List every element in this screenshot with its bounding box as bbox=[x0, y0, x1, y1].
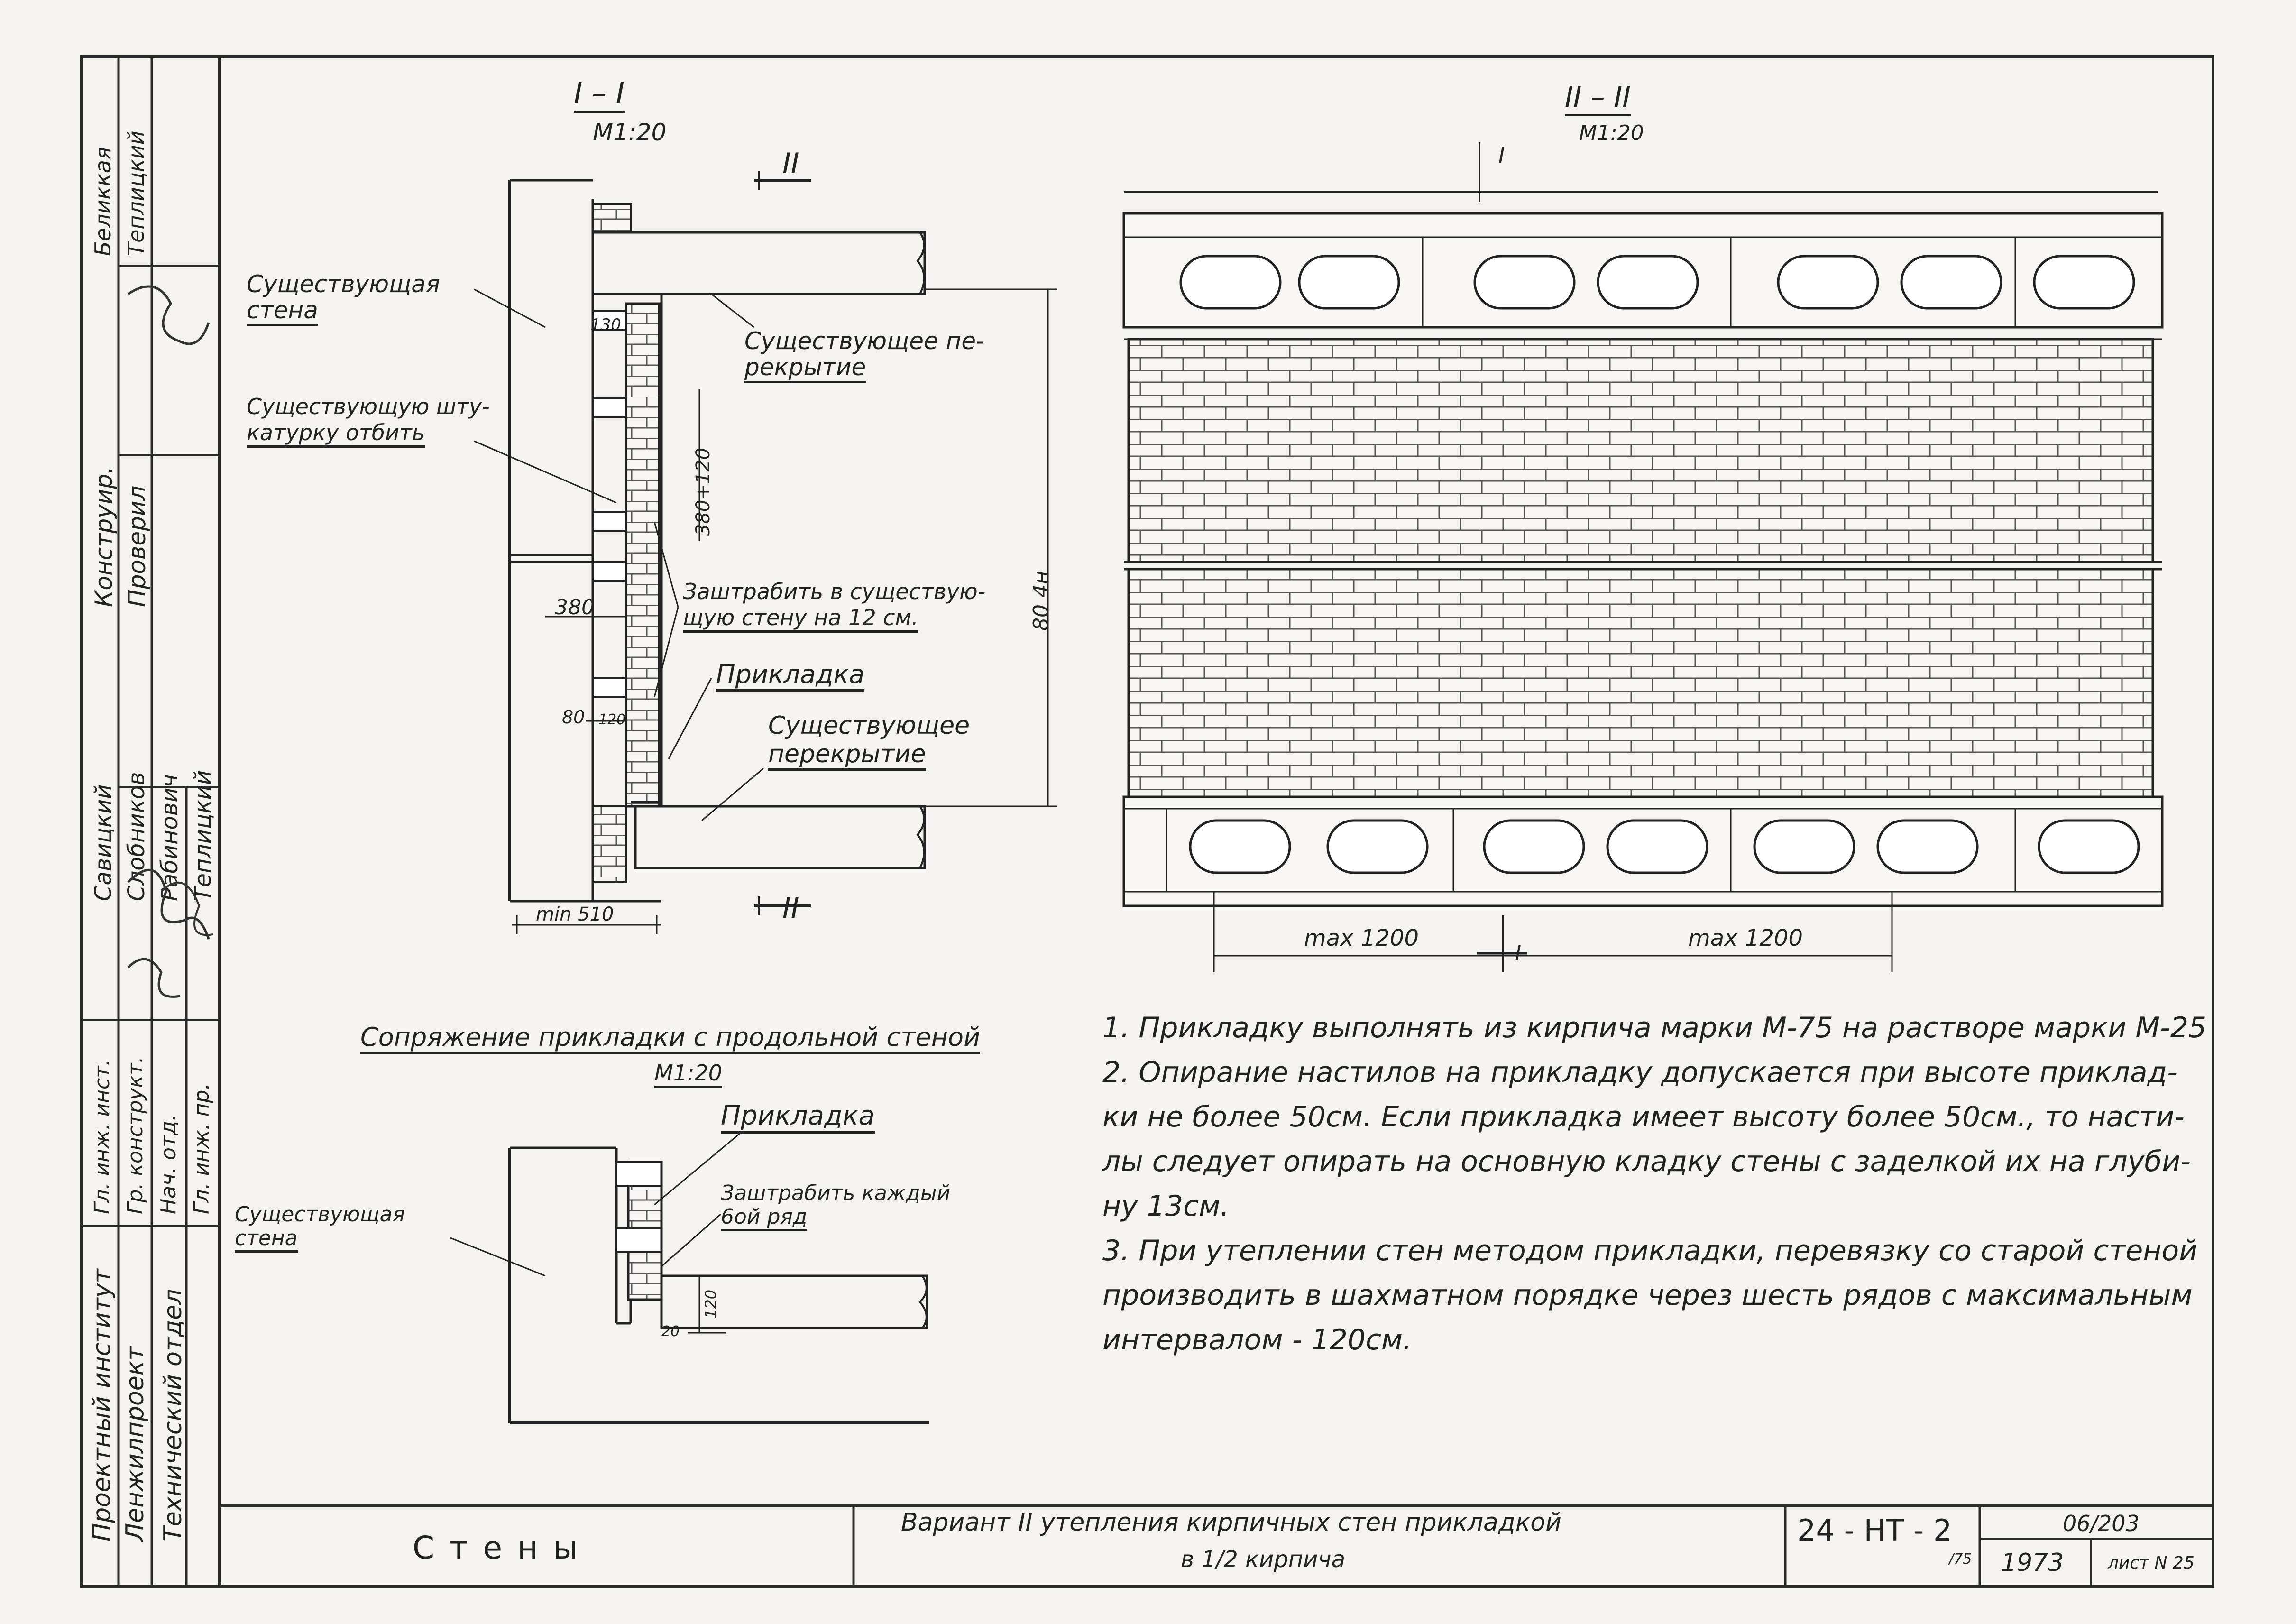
section-1-scale: М1:20 bbox=[593, 119, 667, 146]
section-1-title: I – I bbox=[574, 76, 625, 113]
section-2-drawing bbox=[1122, 142, 2164, 972]
note-line: лы следует опирать на основную кладку ст… bbox=[1102, 1145, 2191, 1178]
section-2-cut-bottom: I bbox=[1515, 941, 1521, 966]
stamp-code-sub: /75 bbox=[1949, 1551, 1972, 1568]
dim-max-1200-right: max 1200 bbox=[1688, 925, 1803, 951]
dim-380: 380 bbox=[555, 595, 595, 619]
junction-title: Сопряжение прикладки с продольной стеной bbox=[360, 1022, 981, 1054]
stamp-code: 24 - НТ - 2 bbox=[1797, 1513, 1952, 1548]
junction-pristavka: Прикладка bbox=[721, 1100, 875, 1134]
stamp-sheet: лист N 25 bbox=[2108, 1553, 2195, 1573]
junction-groove-2: 6ой ряд bbox=[721, 1205, 808, 1231]
stamp-code-num: 06/203 bbox=[2063, 1511, 2140, 1536]
label-groove-2: щую стену на 12 см. bbox=[683, 605, 918, 633]
label-existing-wall-1: Существующая bbox=[247, 270, 440, 298]
dim-120: 120 bbox=[598, 711, 626, 728]
stamp-institute-2: Ленжилпроект bbox=[121, 1346, 149, 1541]
stamp-section-name: Стены bbox=[413, 1530, 593, 1566]
dim-380-120: 380+120 bbox=[692, 447, 714, 536]
dim-max-1200-left: max 1200 bbox=[1304, 925, 1419, 951]
label-floor-top-1: Существующее пе- bbox=[744, 327, 985, 355]
note-line: интервалом - 120см. bbox=[1102, 1323, 1412, 1356]
notes-block: 1. Прикладку выполнять из кирпича марки … bbox=[1102, 1006, 2222, 1362]
note-line: ну 13см. bbox=[1102, 1190, 1230, 1223]
label-floor-top-2: рекрытие bbox=[744, 353, 866, 383]
dim-min-510: min 510 bbox=[536, 904, 614, 925]
stamp-year: 1973 bbox=[2001, 1549, 2064, 1577]
stamp-institute-1: Проектный институт bbox=[88, 1269, 116, 1541]
stamp-name2: Теплицкий bbox=[123, 130, 149, 256]
label-plaster-2: катурку отбить bbox=[247, 420, 425, 448]
junction-groove-1: Заштрабить каждый bbox=[721, 1181, 951, 1205]
note-line: производить в шахматном порядке через ше… bbox=[1102, 1279, 2193, 1312]
label-floor-bottom-1: Существующее bbox=[768, 711, 970, 740]
section-1-cut-bottom: II bbox=[782, 892, 799, 925]
junction-drawing bbox=[450, 1133, 929, 1424]
dim-80: 80 bbox=[562, 707, 585, 728]
note-line: 3. При утеплении стен методом прикладки,… bbox=[1102, 1234, 2198, 1267]
junction-dim-20: 20 bbox=[661, 1323, 680, 1340]
section-2-scale: М1:20 bbox=[1579, 121, 1644, 145]
label-floor-bottom-2: перекрытие bbox=[768, 740, 926, 771]
dim-80-4n: 80 4н bbox=[1029, 571, 1053, 631]
junction-wall-1: Существующая bbox=[235, 1202, 405, 1227]
note-line: ки не более 50см. Если прикладка имеет в… bbox=[1102, 1100, 2185, 1134]
stamp-name2: Беликкая bbox=[90, 147, 116, 256]
sheet-frame bbox=[80, 55, 2214, 1588]
section-1-cut-top: II bbox=[782, 147, 799, 180]
section-2-cut-top: I bbox=[1498, 142, 1505, 168]
label-groove-1: Заштрабить в существую- bbox=[683, 579, 986, 604]
label-pristavka: Прикладка bbox=[716, 659, 865, 692]
note-line: 1. Прикладку выполнять из кирпича марки … bbox=[1102, 1011, 2207, 1044]
stamp-title-1: Вариант II утепления кирпичных стен прик… bbox=[901, 1508, 1561, 1537]
stamp-title-2: в 1/2 кирпича bbox=[1181, 1546, 1346, 1573]
junction-scale: М1:20 bbox=[654, 1060, 722, 1088]
stamp-dept: Технический отдел bbox=[159, 1289, 187, 1541]
signatures-graphic bbox=[127, 285, 214, 998]
note-line: 2. Опирание настилов на прикладку допуск… bbox=[1102, 1056, 2177, 1089]
dim-130: 130 bbox=[590, 315, 621, 334]
section-1-drawing bbox=[474, 171, 1057, 934]
junction-wall-2: стена bbox=[235, 1226, 298, 1253]
label-existing-wall-2: стена bbox=[247, 296, 318, 326]
section-2-title: II – II bbox=[1565, 81, 1631, 116]
junction-dim-120: 120 bbox=[702, 1289, 720, 1319]
label-plaster-1: Существующую шту- bbox=[247, 394, 490, 419]
